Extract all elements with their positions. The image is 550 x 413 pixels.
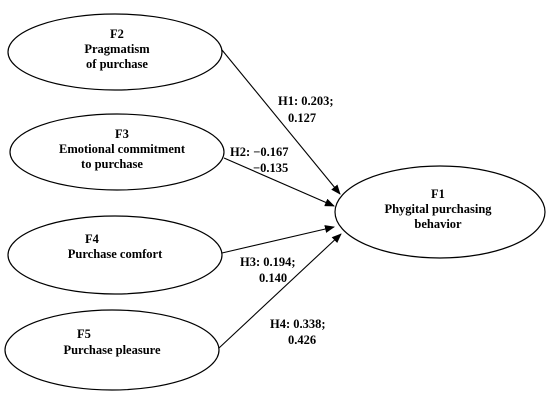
edge-h1-arrow <box>221 49 341 195</box>
node-f2-line1: Pragmatism <box>84 42 150 56</box>
node-f1-ellipse <box>334 165 546 259</box>
edge-h3: H3: 0.194; 0.140 <box>221 225 335 285</box>
node-f3-ellipse <box>9 113 225 191</box>
edge-h3-label-line2: 0.140 <box>259 271 287 285</box>
edge-h3-label-line1: H3: 0.194; <box>240 255 296 269</box>
node-f2-line2: of purchase <box>86 57 148 71</box>
node-f4: F4 Purchase comfort <box>7 215 223 295</box>
node-f3-code: F3 <box>115 127 129 141</box>
node-f3-line1: Emotional commitment <box>59 142 186 156</box>
edge-h1-label-line2: 0.127 <box>288 111 316 125</box>
edge-h1-label-line1: H1: 0.203; <box>278 94 334 108</box>
node-f5-code: F5 <box>77 327 91 341</box>
node-f2: F2 Pragmatism of purchase <box>7 13 223 91</box>
node-f4-ellipse <box>7 215 223 295</box>
edge-h2-label-line2: −0.135 <box>253 161 288 175</box>
edge-h1: H1: 0.203; 0.127 <box>221 49 341 195</box>
node-f4-code: F4 <box>85 232 100 246</box>
node-f1-line2: behavior <box>414 217 462 231</box>
edge-h4-label-line2: 0.426 <box>288 333 316 347</box>
edge-h4-label-line1: H4: 0.338; <box>270 317 326 331</box>
node-f5-line1: Purchase pleasure <box>63 343 161 357</box>
node-f2-code: F2 <box>110 27 124 41</box>
node-f3: F3 Emotional commitment to purchase <box>9 113 225 191</box>
node-f5-ellipse <box>4 309 220 391</box>
node-f5: F5 Purchase pleasure <box>4 309 220 391</box>
edge-h2: H2: −0.167 −0.135 <box>223 145 335 207</box>
edge-h2-arrow <box>223 157 335 207</box>
node-f3-line2: to purchase <box>81 157 143 171</box>
edge-h4: H4: 0.338; 0.426 <box>218 233 342 349</box>
node-f2-ellipse <box>7 13 223 91</box>
node-f4-line1: Purchase comfort <box>68 247 163 261</box>
edge-h3-arrow <box>221 225 335 254</box>
edge-h2-label-line1: H2: −0.167 <box>230 145 289 159</box>
node-f1-line1: Phygital purchasing <box>384 202 492 216</box>
node-f1: F1 Phygital purchasing behavior <box>334 165 546 259</box>
node-f1-code: F1 <box>431 187 445 201</box>
edge-h4-arrow <box>218 233 342 349</box>
